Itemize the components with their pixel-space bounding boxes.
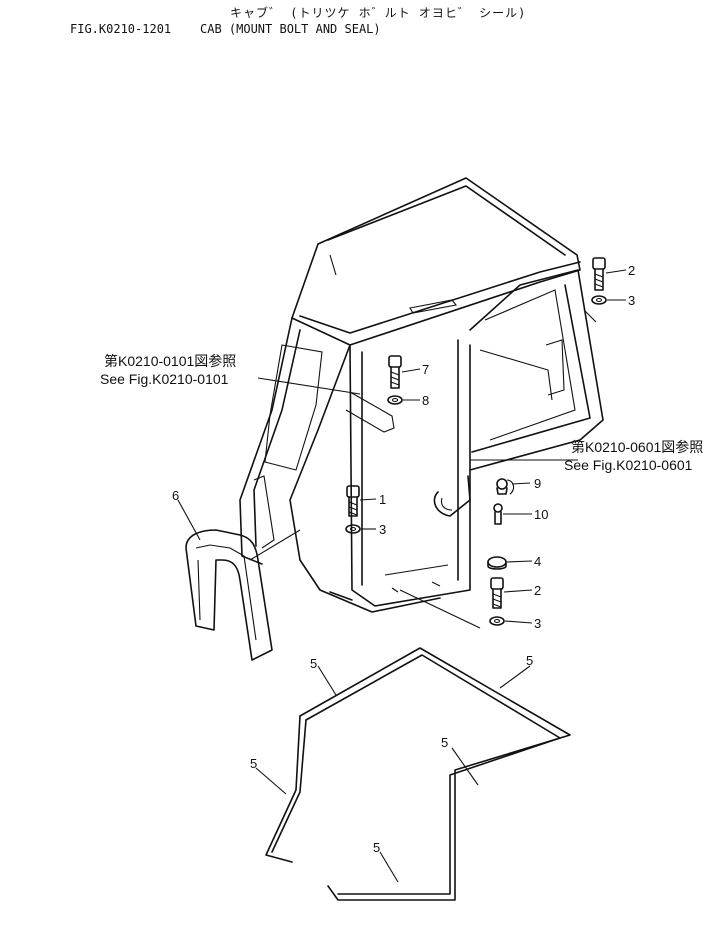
ref-right-en: See Fig.K0210-0601: [564, 457, 693, 473]
callout-2-low: 2: [534, 583, 541, 598]
callout-9: 9: [534, 476, 541, 491]
seal-5-strip: [265, 647, 571, 901]
callout-1: 1: [379, 492, 386, 507]
callout-5-b: 5: [526, 653, 533, 668]
callout-5-e: 5: [373, 840, 380, 855]
header-title-jp: キャブ゛ (トリツケ ホ゛ルト オヨヒ゛ シール): [230, 6, 527, 20]
cap-4: [487, 556, 507, 570]
bolt-low: [490, 577, 504, 609]
seal-6: [185, 529, 273, 661]
callout-6: 6: [172, 488, 179, 503]
bolt-top-right: [592, 257, 606, 291]
callout-5-a: 5: [310, 656, 317, 671]
callout-10: 10: [534, 507, 548, 522]
ref-left-jp: 第K0210-0101図参照: [104, 353, 236, 369]
washer-left: [345, 524, 361, 534]
callout-7: 7: [422, 362, 429, 377]
bolt-left: [346, 485, 360, 517]
cab-body: [239, 177, 604, 613]
part-9: [496, 478, 515, 495]
callout-5-d: 5: [250, 756, 257, 771]
callout-3-top: 3: [628, 293, 635, 308]
callout-8: 8: [422, 393, 429, 408]
part-10: [493, 503, 503, 525]
washer-mid: [387, 395, 403, 405]
callout-5-c: 5: [441, 735, 448, 750]
bolt-mid: [388, 355, 402, 389]
callout-2-top: 2: [628, 263, 635, 278]
washer-low: [489, 616, 505, 626]
callout-3-low: 3: [534, 616, 541, 631]
callout-4: 4: [534, 554, 541, 569]
header-title-en: CAB (MOUNT BOLT AND SEAL): [200, 22, 381, 36]
leader-lines: [177, 269, 627, 883]
ref-left-en: See Fig.K0210-0101: [100, 371, 229, 387]
washer-top-right: [591, 295, 607, 305]
ref-right-jp: 第K0210-0601図参照: [571, 439, 703, 455]
figure-number: FIG.K0210-1201: [70, 22, 172, 36]
callout-3-left: 3: [379, 522, 386, 537]
